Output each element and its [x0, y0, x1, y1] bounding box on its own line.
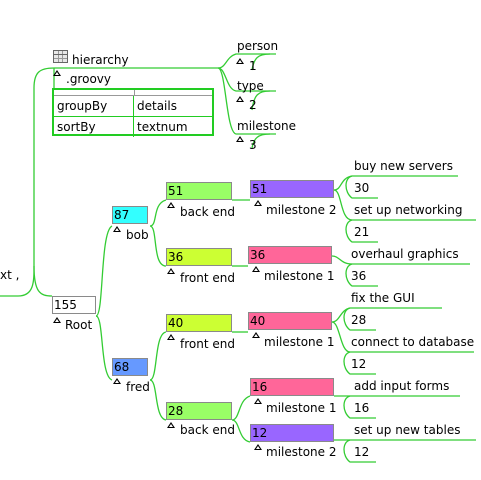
person-label: bob [126, 228, 149, 242]
edge-servers-to-value [345, 175, 378, 199]
type-value-box[interactable]: 40 [166, 314, 232, 332]
attribute-table: groupBy details sortBy textnum [52, 88, 214, 137]
edge-database-to-value [343, 351, 376, 375]
type-label: back end [180, 423, 235, 437]
edge-graphics-to-value [345, 263, 378, 287]
attribute-key: groupBy [54, 96, 134, 116]
milestone-label: milestone 1 [264, 335, 335, 349]
left-fragment-text: xt , [0, 268, 20, 282]
milestone-value-box[interactable]: 51 [250, 180, 334, 198]
collapse-triangle-icon[interactable] [167, 202, 175, 208]
task-value: 21 [354, 225, 370, 239]
task-label[interactable]: add input forms [354, 379, 450, 393]
edge-gui-to-value [343, 307, 376, 331]
person-value-box[interactable]: 87 [112, 206, 148, 224]
person-value-box[interactable]: 68 [112, 358, 148, 376]
attribute-value: details [137, 99, 177, 113]
edge-type-to-value [251, 90, 271, 111]
edge-person-to-value [251, 53, 271, 71]
collapse-triangle-icon[interactable] [167, 334, 175, 340]
collapse-triangle-icon[interactable] [236, 96, 244, 102]
collapse-triangle-icon[interactable] [53, 70, 61, 76]
type-value-box[interactable]: 36 [166, 248, 232, 266]
collapse-triangle-icon[interactable] [113, 378, 121, 384]
edge-root-to-bob [95, 225, 113, 317]
node-value: 2 [249, 98, 257, 112]
task-value: 16 [354, 401, 370, 415]
hierarchy-subtitle: .groovy [66, 72, 111, 86]
edge-tables-to-value [343, 439, 376, 463]
task-value: 12 [351, 357, 367, 371]
edge-m1b-to-gui [331, 307, 442, 323]
type-label: front end [180, 337, 235, 351]
table-icon [53, 50, 68, 63]
collapse-triangle-icon[interactable] [236, 58, 244, 64]
person-label: fred [126, 380, 150, 394]
collapse-triangle-icon[interactable] [113, 226, 121, 232]
collapse-triangle-icon[interactable] [167, 268, 175, 274]
edge-root-to-fred [95, 315, 113, 381]
edge-milestone-to-value [251, 133, 271, 149]
edge-networking-to-value [345, 219, 378, 243]
edge-hierarchy-to-person [217, 53, 276, 69]
collapse-triangle-icon[interactable] [252, 332, 260, 338]
milestone-value-box[interactable]: 40 [248, 312, 332, 330]
attribute-row[interactable]: sortBy textnum [54, 117, 212, 137]
attribute-row[interactable]: groupBy details [54, 96, 212, 117]
node-value: 3 [249, 138, 257, 152]
task-label[interactable]: overhaul graphics [351, 247, 459, 261]
task-value: 36 [351, 269, 367, 283]
task-label[interactable]: set up new tables [354, 423, 461, 437]
edge-bob-to-frontend [149, 225, 167, 267]
task-value: 28 [351, 313, 367, 327]
milestone-value-box[interactable]: 36 [248, 246, 332, 264]
root-value-box[interactable]: 155 [52, 296, 96, 314]
collapse-triangle-icon[interactable] [53, 317, 61, 323]
milestone-label: milestone 1 [264, 269, 335, 283]
collapse-triangle-icon[interactable] [254, 200, 262, 206]
edge-root-in [33, 265, 53, 297]
type-value-box[interactable]: 51 [166, 182, 232, 200]
edge-m2-to-servers [333, 175, 458, 191]
task-label[interactable]: connect to database [351, 335, 475, 349]
root-label: Root [65, 318, 93, 332]
node-value: 1 [249, 59, 257, 73]
milestone-value-box[interactable]: 12 [250, 424, 334, 442]
milestone-label: milestone 1 [266, 401, 337, 415]
task-value: 12 [354, 445, 370, 459]
attribute-table-header [54, 90, 212, 96]
type-label: back end [180, 205, 235, 219]
node-label-type[interactable]: type [237, 79, 264, 93]
milestone-label: milestone 2 [266, 203, 337, 217]
task-label[interactable]: buy new servers [354, 159, 453, 173]
edge-left-trunk [0, 67, 55, 297]
type-label: front end [180, 271, 235, 285]
task-value: 30 [354, 181, 370, 195]
hierarchy-title: hierarchy [72, 53, 129, 67]
edge-backend2-to-m1 [231, 395, 251, 421]
collapse-triangle-icon[interactable] [254, 398, 262, 404]
milestone-label: milestone 2 [266, 445, 337, 459]
collapse-triangle-icon[interactable] [254, 444, 262, 450]
edge-backend2-to-m2 [231, 419, 251, 443]
edge-forms-to-value [343, 395, 376, 419]
attribute-value: textnum [137, 120, 188, 134]
edge-fred-to-backend [149, 379, 167, 421]
type-value-box[interactable]: 28 [166, 402, 232, 420]
edge-hierarchy-to-type [217, 67, 276, 92]
collapse-triangle-icon[interactable] [236, 136, 244, 142]
task-label[interactable]: set up networking [354, 203, 463, 217]
node-label-person[interactable]: person [237, 39, 279, 53]
task-label[interactable]: fix the GUI [351, 291, 415, 305]
edge-bob-to-backend [149, 199, 167, 227]
milestone-value-box[interactable]: 16 [250, 378, 334, 396]
edge-hierarchy-to-milestone [217, 67, 276, 135]
node-label-milestone[interactable]: milestone [237, 119, 297, 133]
attribute-key: sortBy [54, 117, 134, 137]
collapse-triangle-icon[interactable] [167, 422, 175, 428]
edge-fred-to-frontend [149, 331, 167, 381]
collapse-triangle-icon[interactable] [252, 266, 260, 272]
